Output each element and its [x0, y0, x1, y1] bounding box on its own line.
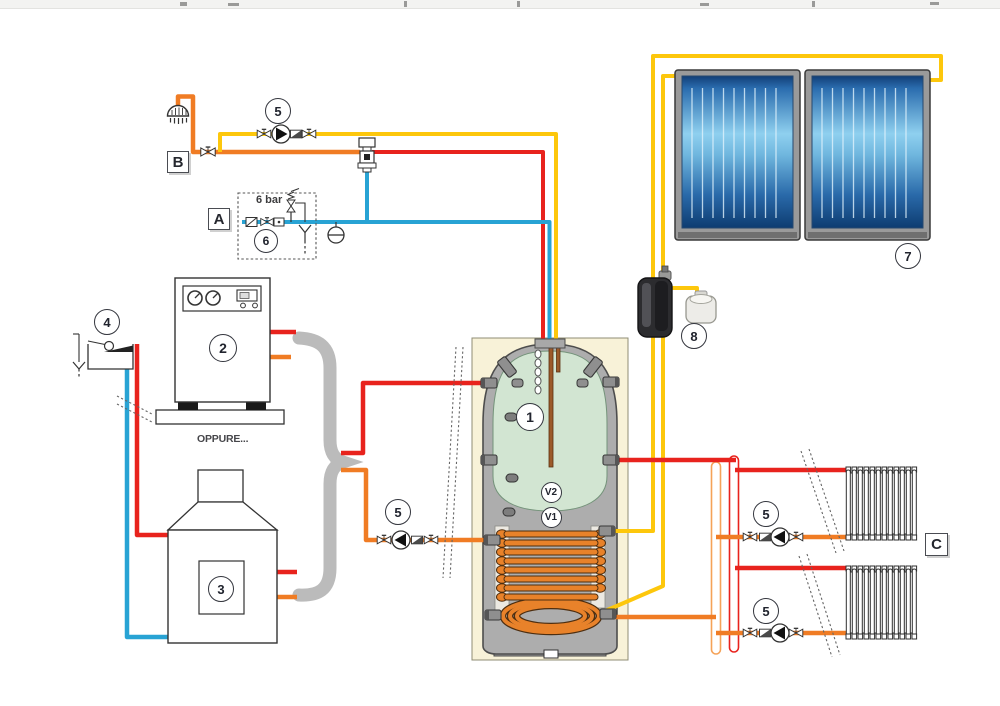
tank-ports	[480, 338, 620, 621]
valve-icon	[742, 531, 758, 542]
tank-sensor-pockets	[502, 412, 519, 517]
pipe-solar-from-coil	[604, 334, 665, 613]
check-valve-icon	[411, 535, 423, 545]
solar-pump-station	[637, 265, 673, 338]
alternative-label: OPPURE...	[197, 433, 249, 445]
check-valve-icon	[759, 628, 771, 638]
page-top-edge-artifact	[0, 0, 1000, 9]
radiator-2	[846, 566, 917, 639]
pipe-solar-flow-roof	[651, 54, 943, 280]
tank-dome-port-left	[497, 356, 517, 378]
solid-fuel-boiler	[166, 469, 279, 644]
valve-icon	[788, 531, 804, 542]
solar-collectors	[674, 69, 931, 241]
safety-relief-valve-icon	[286, 187, 306, 222]
group-6-dashed-box	[237, 192, 317, 260]
valve-icon	[788, 627, 804, 638]
pipe-dhw-mixed	[175, 94, 360, 155]
zone-label-b: B	[167, 151, 189, 173]
thermostatic-mixing-valve	[357, 137, 377, 173]
check-valve-icon	[290, 129, 302, 139]
radiator-pump-group-2	[742, 623, 804, 643]
pipe-dhw-recirculation	[218, 132, 558, 348]
valve-icon	[423, 534, 439, 545]
pump-icon	[271, 124, 291, 144]
valve-icon	[260, 217, 274, 227]
pipe-dhw-hot	[372, 150, 545, 348]
pipe-solar-return-roof	[661, 74, 677, 280]
solar-expansion-vessel	[685, 290, 717, 324]
callout-3-boiler: 3	[208, 576, 234, 602]
boiler-circuit-pump-group	[376, 530, 439, 550]
callout-4-open-tank: 4	[94, 309, 120, 335]
tundish-drain-icon	[298, 224, 312, 255]
heat-pump-unit	[155, 277, 285, 425]
solar-collector-icon	[674, 69, 801, 241]
pipe-cold-water	[242, 220, 552, 348]
pressure-setting-label: 6 bar	[256, 194, 283, 206]
pump-icon	[770, 527, 790, 547]
radiator-1	[846, 467, 917, 540]
tank-valve-v2: V2	[540, 481, 562, 503]
callout-2-heat-pump: 2	[209, 334, 237, 362]
zone-label-c: C	[925, 533, 948, 556]
pipe-boiler-return	[341, 467, 492, 543]
callout-6-safety-group: 6	[254, 229, 278, 253]
callout-7-solar-collectors: 7	[895, 243, 921, 269]
solar-coil-icon	[496, 529, 606, 636]
alternative-brace	[292, 331, 364, 602]
valve-icon	[256, 128, 272, 139]
open-vented-tank	[72, 333, 134, 378]
callout-1-storage-tank: 1	[516, 403, 544, 431]
radiator-pump-group-1	[742, 527, 804, 547]
dhw-recirculation-pump-group	[256, 124, 317, 144]
pipe-tank4-hot	[134, 344, 171, 538]
pipe-solar-to-coil	[600, 334, 655, 533]
pipe-break-marks	[116, 346, 845, 658]
valve-icon	[376, 534, 392, 545]
shower-icon	[166, 104, 190, 124]
valve-icon	[742, 627, 758, 638]
tank-dome-port-right	[583, 356, 603, 378]
pump-icon	[770, 623, 790, 643]
callout-8-pump-station: 8	[681, 323, 707, 349]
pipe-boiler-flow	[341, 380, 492, 456]
heating-manifolds	[710, 455, 740, 655]
callout-5-recirculation-pump: 5	[265, 98, 291, 124]
tank-valve-v1: V1	[540, 506, 562, 528]
check-valve-icon	[759, 532, 771, 542]
zone-label-a: A	[208, 208, 230, 230]
callout-5-boiler-pump: 5	[385, 499, 411, 525]
cold-water-safety-group	[237, 187, 317, 260]
pump-icon	[391, 530, 411, 550]
valve-icon	[301, 128, 317, 139]
callout-5-radiator2-pump: 5	[753, 598, 779, 624]
callout-5-radiator1-pump: 5	[753, 501, 779, 527]
pipe-tank4-cold	[124, 369, 171, 640]
shutoff-valve-icon	[200, 146, 216, 157]
solar-collector-icon	[804, 69, 931, 241]
expansion-vessel-small-icon	[327, 222, 345, 244]
